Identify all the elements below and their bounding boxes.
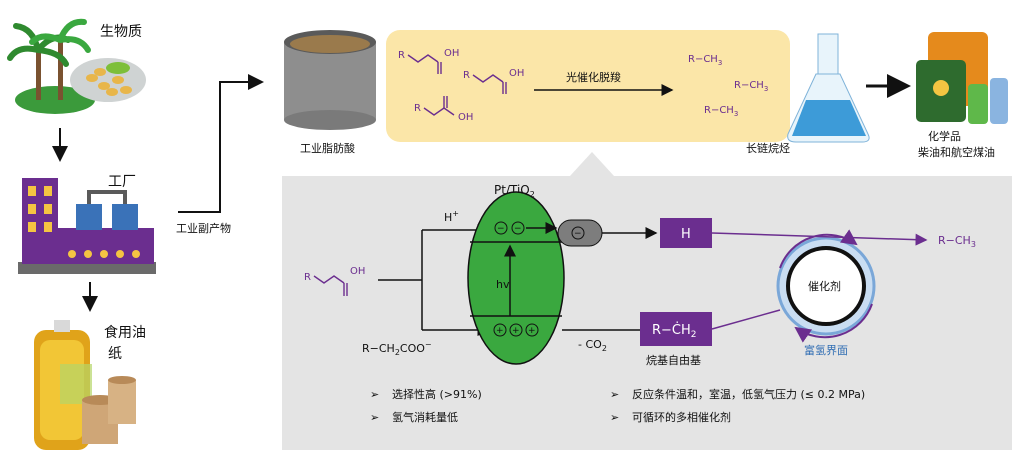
- edible-oil-label: 食用油: [104, 324, 146, 341]
- reactant-oh: OH: [350, 266, 365, 277]
- bullet-3: 反应条件温和，室温，低氢气压力 (≤ 0.2 MPa): [632, 387, 865, 401]
- bullet-4: 可循环的多相催化剂: [632, 410, 731, 424]
- catalyst-circle: [786, 246, 866, 326]
- h-plus-label: H+: [444, 209, 459, 224]
- svg-text:+: +: [528, 326, 536, 336]
- acid1-r: R: [398, 50, 405, 61]
- fuel-barrels-illustration: [916, 32, 1008, 124]
- bullet-list: ➢ 选择性高 (>91%) ➢ 氢气消耗量低 ➢ 反应条件温和，室温，低氢气压力…: [370, 387, 865, 424]
- svg-text:−: −: [574, 229, 582, 239]
- radical-box: [640, 312, 712, 346]
- reaction-label: 光催化脱羧: [566, 70, 621, 84]
- h-atom-label: H: [681, 227, 691, 242]
- acid-structures: [407, 54, 507, 116]
- catalyst-label: 催化剂: [808, 279, 841, 293]
- alkanes-label: 长链烷烃: [746, 141, 790, 155]
- co2-label: - CO2: [578, 338, 607, 353]
- acid2-oh: OH: [509, 68, 524, 79]
- svg-text:+: +: [496, 326, 504, 336]
- tio2-particle: [467, 191, 565, 365]
- flask-illustration: [787, 33, 870, 143]
- alkane2: R−CH3: [734, 80, 768, 93]
- cycle-arrow-top: [779, 229, 858, 269]
- svg-text:−: −: [497, 224, 505, 234]
- reactant-r: R: [304, 272, 311, 283]
- radical-to-catalyst-line: [711, 309, 781, 330]
- products-label-1: 化学品: [928, 129, 961, 143]
- fatty-acid-label: 工业脂肪酸: [300, 141, 355, 155]
- electrons: − −: [494, 221, 525, 235]
- h-rich-label: 富氢界面: [804, 343, 848, 357]
- bullet-marker-4: ➢: [610, 411, 619, 424]
- biomass-illustration: [7, 18, 146, 114]
- acid2-r: R: [463, 70, 470, 81]
- product-arrow: [711, 232, 928, 246]
- alkane3: R−CH3: [704, 105, 738, 118]
- oil-paper-illustration: [34, 320, 136, 450]
- holes: + + +: [493, 323, 539, 337]
- cycle-arrow-bottom: [794, 303, 873, 343]
- reaction-panel: [386, 30, 790, 142]
- alkyl-radical-label: 烷基自由基: [646, 353, 701, 367]
- alkane1: R−CH3: [688, 54, 722, 67]
- carboxylate-label: R−CH2COO−: [362, 340, 432, 357]
- factory-label: 工厂: [108, 174, 136, 190]
- arrow-byproduct-to-acid: [178, 74, 264, 213]
- bullet-marker-1: ➢: [370, 388, 379, 401]
- radical-label: R−ĊH2: [652, 321, 697, 340]
- hv-label: hv: [496, 278, 510, 291]
- bullet-1: 选择性高 (>91%): [392, 387, 482, 401]
- reactant-structure: [313, 275, 348, 296]
- h-atom-box: [660, 218, 712, 248]
- acid3-r: R: [414, 103, 421, 114]
- bullet-marker-3: ➢: [610, 388, 619, 401]
- products-label-2: 柴油和航空煤油: [918, 145, 995, 159]
- biomass-label: 生物质: [100, 24, 142, 40]
- fatty-acid-drum: [284, 30, 376, 130]
- byproduct-label: 工业副产物: [176, 221, 231, 235]
- bullet-marker-2: ➢: [370, 411, 379, 424]
- bullet-2: 氢气消耗量低: [392, 410, 458, 424]
- panel-pointer: [570, 152, 614, 176]
- acid3-oh: OH: [458, 112, 473, 123]
- product-label: R−CH3: [938, 234, 976, 249]
- factory-illustration: [18, 178, 156, 274]
- acid1-oh: OH: [444, 48, 459, 59]
- svg-text:+: +: [512, 326, 520, 336]
- svg-text:−: −: [514, 224, 522, 234]
- paper-label: 纸: [108, 346, 122, 362]
